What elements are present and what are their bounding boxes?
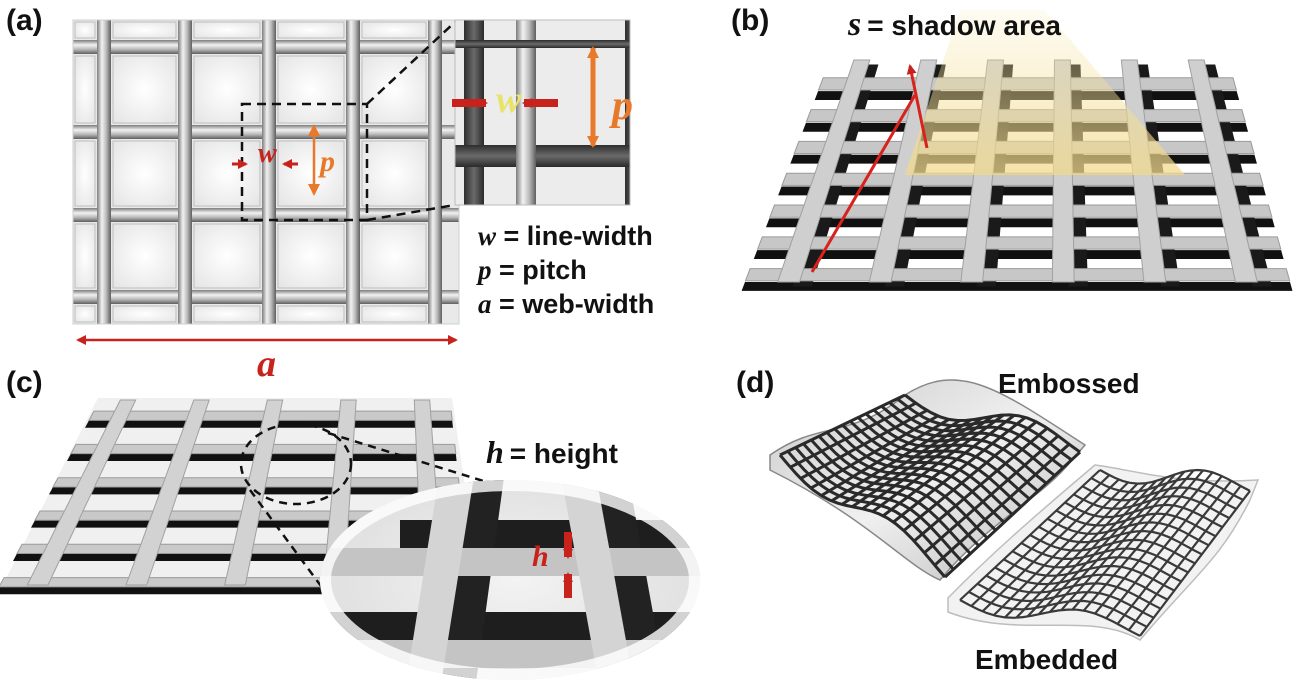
zoom-p-label: p	[612, 83, 633, 129]
panel-c-h-symbol: h	[532, 540, 549, 573]
panel-a-p-label: p	[320, 145, 335, 178]
panel-d-embossed-sheet	[769, 379, 1087, 581]
panel-a-zoom-inset	[455, 20, 630, 205]
shadow-area-label: s= shadow area	[848, 6, 1061, 43]
panel-c-zoom-circle	[239, 422, 353, 506]
legend-line-width: w = line-width	[478, 221, 653, 251]
panel-label-c: (c)	[6, 366, 43, 399]
panel-a-zoom-connector-top	[366, 21, 456, 105]
shadow-light-cone	[905, 10, 1185, 175]
web-width-label: a	[257, 343, 276, 385]
panel-b-ray-reflect	[906, 64, 929, 149]
zoom-w-label: w	[496, 79, 522, 121]
legend-pitch: p = pitch	[478, 255, 587, 285]
panel-a-mesh	[73, 20, 459, 324]
panel-label-b: (b)	[731, 4, 770, 37]
embedded-label: Embedded	[975, 644, 1119, 675]
panel-label-a: (a)	[6, 4, 43, 37]
embossed-label: Embossed	[998, 368, 1140, 399]
panel-d-embedded-sheet	[947, 464, 1260, 641]
panel-a-w-label: w	[258, 138, 277, 169]
height-label: h= height	[486, 434, 618, 470]
panel-c-lens	[320, 480, 700, 680]
legend-web-width: a = web-width	[478, 289, 655, 319]
panel-label-d: (d)	[736, 366, 775, 399]
panel-b-ray-line	[810, 94, 917, 273]
